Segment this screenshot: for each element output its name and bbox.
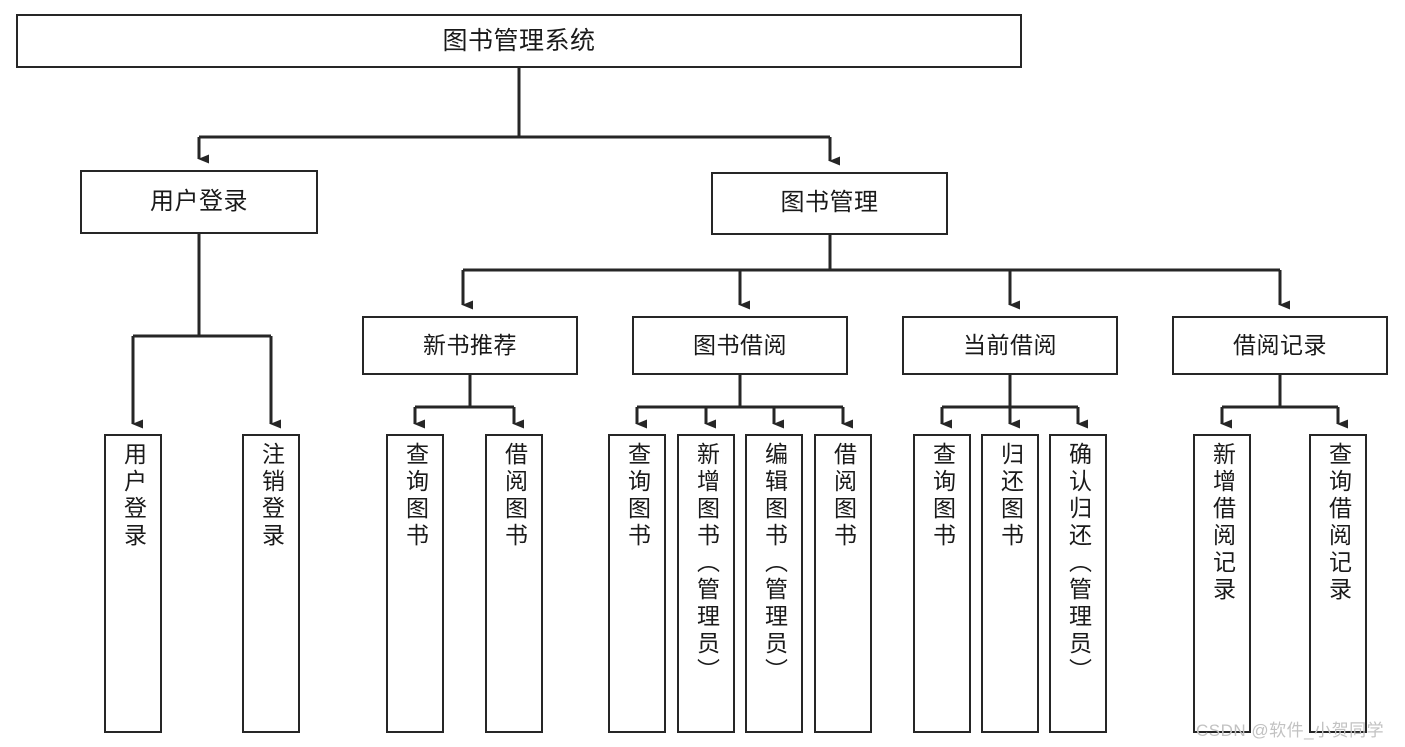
- node-leaf-query-book-1-label: 查询图书: [402, 442, 429, 550]
- node-current-borrow-label: 当前借阅: [963, 331, 1057, 358]
- node-leaf-add-record-label: 新增借阅记录: [1209, 442, 1236, 604]
- node-book-manage-label: 图书管理: [780, 189, 879, 217]
- node-leaf-query-record[interactable]: 查询借阅记录: [1309, 434, 1367, 733]
- node-new-book-recommend-label: 新书推荐: [423, 331, 517, 358]
- node-leaf-edit-book-label: 编辑图书（管理员）: [761, 442, 788, 685]
- node-leaf-borrow-book-2-label: 借阅图书: [830, 442, 857, 550]
- node-leaf-user-logout[interactable]: 注销登录: [242, 434, 300, 733]
- node-book-borrow-label: 图书借阅: [693, 331, 787, 358]
- node-current-borrow[interactable]: 当前借阅: [902, 316, 1118, 375]
- node-user-login[interactable]: 用户登录: [80, 170, 318, 234]
- node-leaf-borrow-book-1-label: 借阅图书: [501, 442, 528, 550]
- node-leaf-confirm-return[interactable]: 确认归还（管理员）: [1049, 434, 1107, 733]
- node-leaf-query-record-label: 查询借阅记录: [1325, 442, 1352, 604]
- csdn-watermark: CSDN @软件_小贺同学: [1196, 721, 1385, 740]
- node-leaf-query-book-3[interactable]: 查询图书: [913, 434, 971, 733]
- node-leaf-query-book-2[interactable]: 查询图书: [608, 434, 666, 733]
- node-book-manage[interactable]: 图书管理: [711, 172, 948, 235]
- node-leaf-add-book-label: 新增图书（管理员）: [693, 442, 720, 685]
- node-user-login-label: 用户登录: [150, 187, 248, 215]
- node-leaf-query-book-1[interactable]: 查询图书: [386, 434, 444, 733]
- node-leaf-borrow-book-2[interactable]: 借阅图书: [814, 434, 872, 733]
- node-leaf-user-login-label: 用户登录: [120, 442, 147, 550]
- node-leaf-borrow-book-1[interactable]: 借阅图书: [485, 434, 543, 733]
- node-borrow-record[interactable]: 借阅记录: [1172, 316, 1388, 375]
- node-leaf-query-book-2-label: 查询图书: [624, 442, 651, 550]
- node-new-book-recommend[interactable]: 新书推荐: [362, 316, 578, 375]
- node-root-system[interactable]: 图书管理系统: [16, 14, 1022, 68]
- node-leaf-confirm-return-label: 确认归还（管理员）: [1065, 442, 1092, 685]
- node-borrow-record-label: 借阅记录: [1233, 331, 1327, 358]
- node-leaf-add-book[interactable]: 新增图书（管理员）: [677, 434, 735, 733]
- node-leaf-query-book-3-label: 查询图书: [929, 442, 956, 550]
- node-leaf-return-book-label: 归还图书: [997, 442, 1024, 550]
- node-root-system-label: 图书管理系统: [442, 27, 596, 55]
- node-book-borrow[interactable]: 图书借阅: [632, 316, 848, 375]
- node-leaf-user-login[interactable]: 用户登录: [104, 434, 162, 733]
- node-leaf-user-logout-label: 注销登录: [258, 442, 285, 550]
- node-leaf-add-record[interactable]: 新增借阅记录: [1193, 434, 1251, 733]
- node-leaf-edit-book[interactable]: 编辑图书（管理员）: [745, 434, 803, 733]
- node-leaf-return-book[interactable]: 归还图书: [981, 434, 1039, 733]
